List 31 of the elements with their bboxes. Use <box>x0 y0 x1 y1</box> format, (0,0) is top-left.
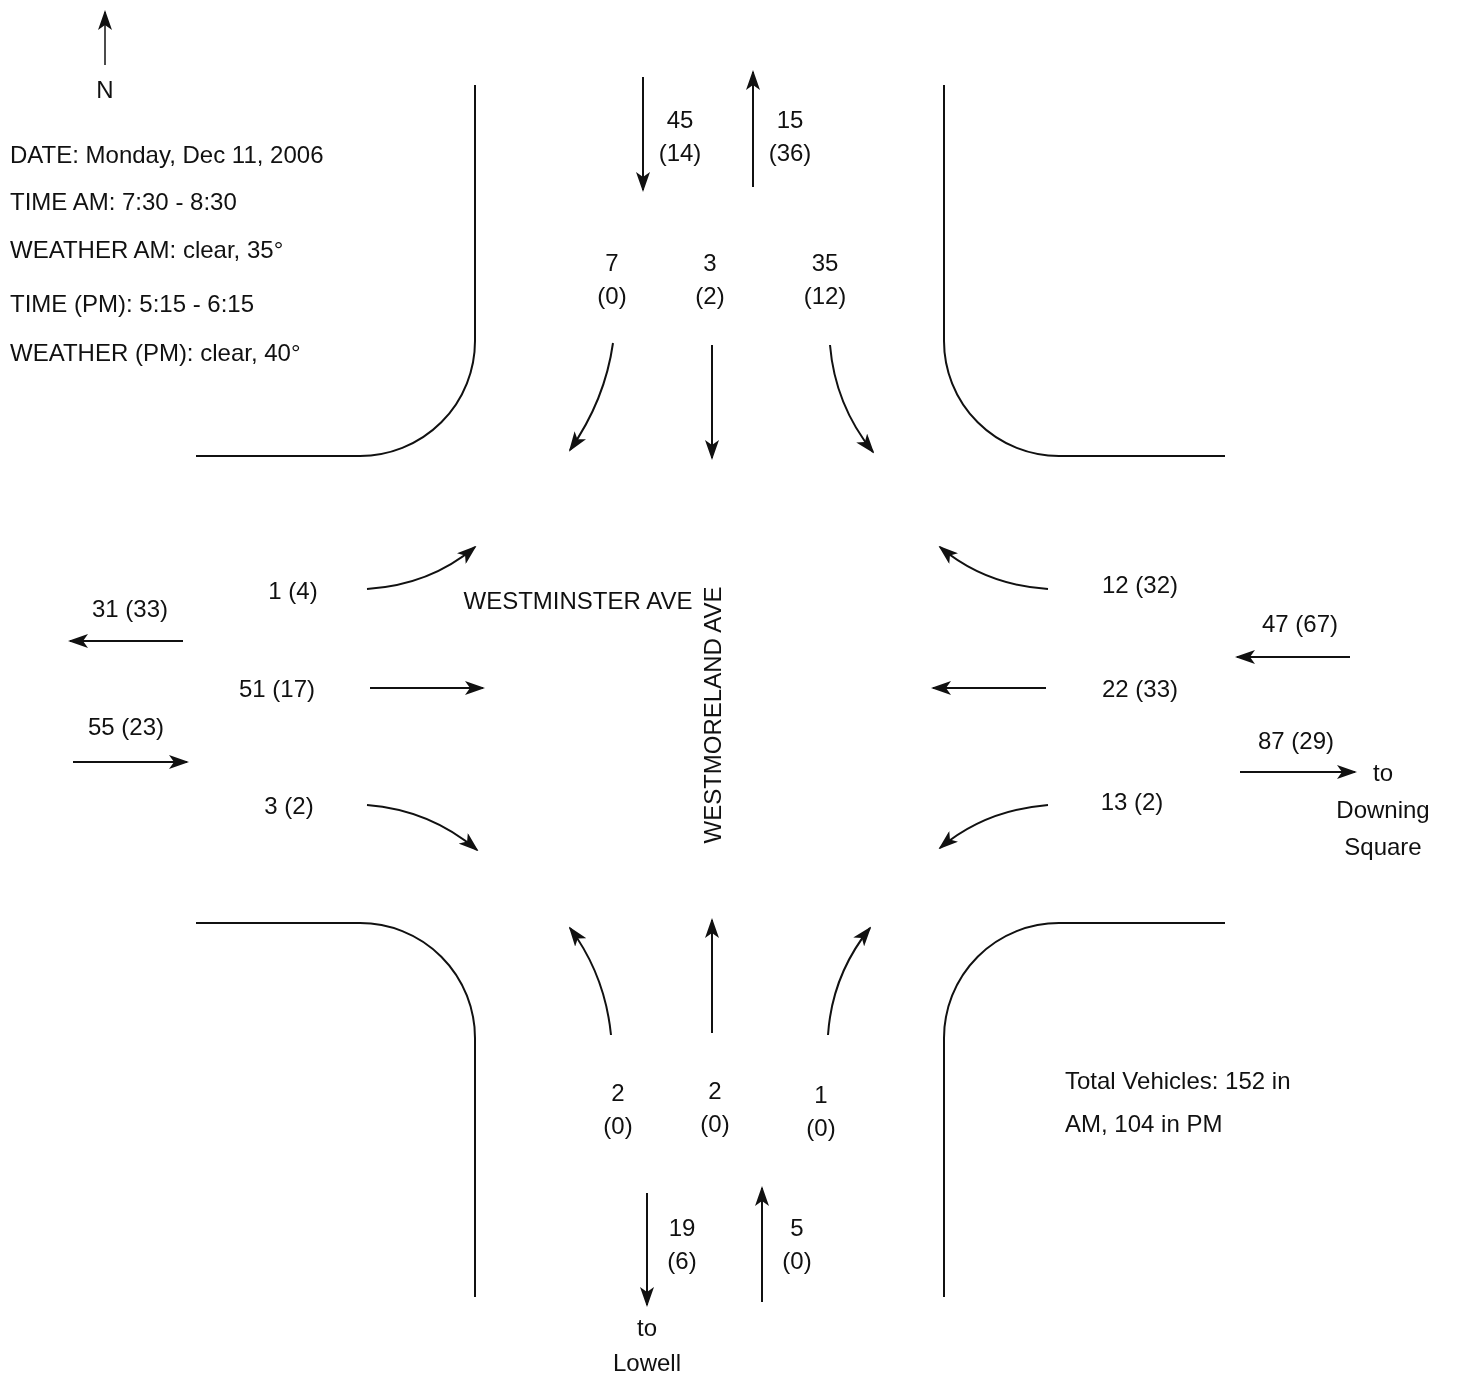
volume-count: 3 (2) <box>694 248 726 311</box>
volume-count: 2 (0) <box>699 1076 731 1139</box>
volume-count: 31 (33) <box>92 594 168 624</box>
volume-count: 1 (0) <box>805 1080 837 1143</box>
volume-count: 3 (2) <box>264 791 314 821</box>
street-name: WESTMORELAND AVE <box>699 586 727 844</box>
street-name: WESTMINSTER AVE <box>463 586 693 616</box>
volume-count: 87 (29) <box>1258 726 1334 756</box>
survey-info-text: TIME AM: 7:30 - 8:30 <box>10 187 237 217</box>
total-vehicles-text: Total Vehicles: 152 in AM, 104 in PM <box>1065 1066 1292 1139</box>
volume-count: 47 (67) <box>1262 609 1338 639</box>
volume-count: 2 (0) <box>602 1078 634 1141</box>
volume-count: 51 (17) <box>239 674 315 704</box>
volume-count: 22 (33) <box>1102 674 1178 704</box>
volume-count: 55 (23) <box>88 712 164 742</box>
compass-label: N <box>96 75 114 105</box>
volume-count: 1 (4) <box>268 576 318 606</box>
survey-info-text: DATE: Monday, Dec 11, 2006 <box>10 140 324 170</box>
volume-count: 15 (36) <box>767 105 813 168</box>
destination-label: to Downing Square <box>1335 758 1431 862</box>
volume-count: 5 (0) <box>781 1213 813 1276</box>
volume-count: 7 (0) <box>596 248 628 311</box>
survey-info-text: WEATHER (PM): clear, 40° <box>10 338 301 368</box>
survey-info-text: WEATHER AM: clear, 35° <box>10 235 284 265</box>
survey-info-text: TIME (PM): 5:15 - 6:15 <box>10 289 255 319</box>
volume-count: 19 (6) <box>666 1213 698 1276</box>
volume-count: 13 (2) <box>1100 787 1164 817</box>
destination-label: to Lowell <box>611 1313 682 1378</box>
volume-count: 45 (14) <box>657 105 703 168</box>
volume-count: 12 (32) <box>1102 570 1178 600</box>
volume-count: 35 (12) <box>802 248 848 311</box>
